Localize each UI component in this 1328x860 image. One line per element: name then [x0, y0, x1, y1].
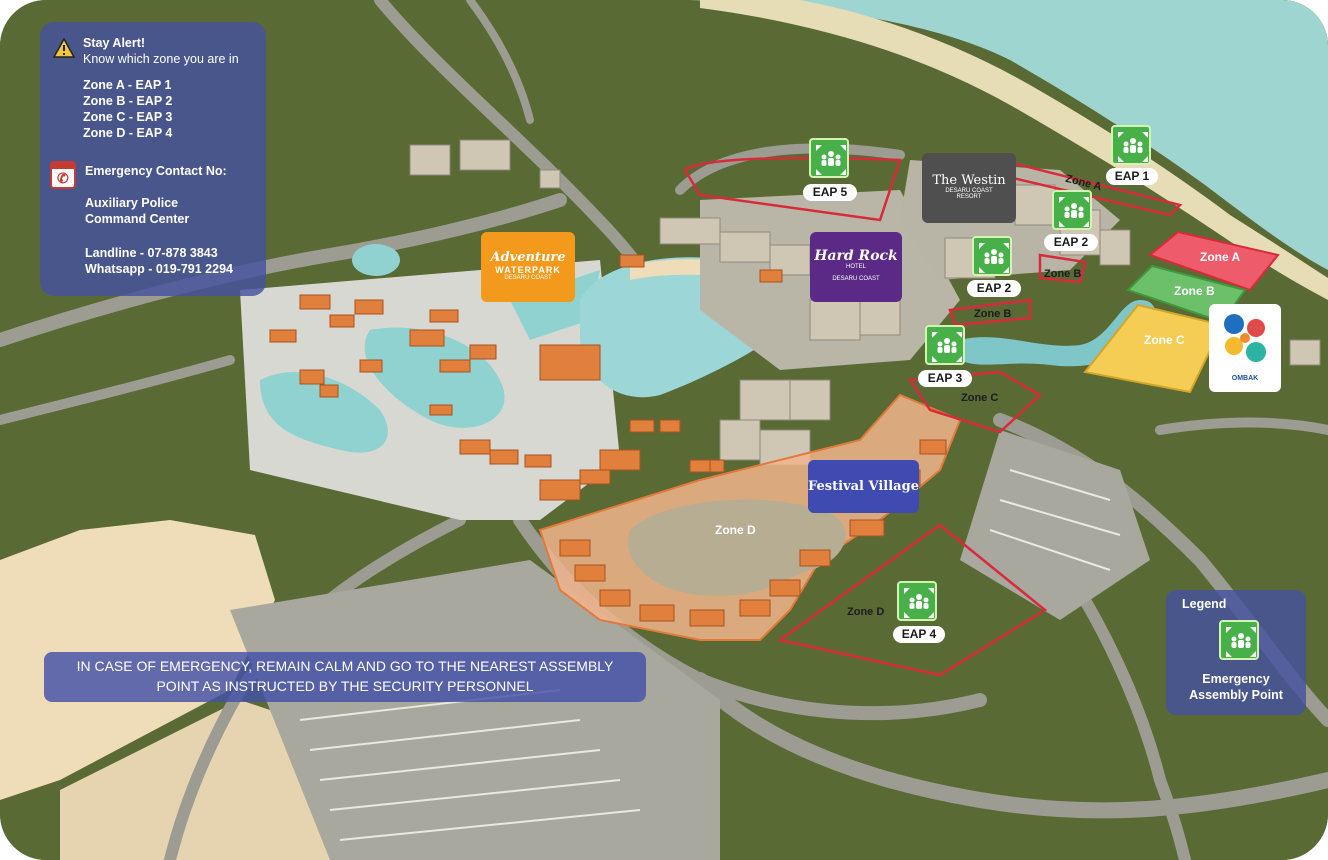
assembly-point-icon: [1052, 190, 1092, 230]
eap-3-label: EAP 3: [918, 370, 972, 387]
zone-b-label: Zone B: [1044, 268, 1082, 280]
westin-logo: The Westin DESARU COAST RESORT: [922, 153, 1016, 223]
zone-b-label: Zone B: [974, 308, 1012, 320]
legend-item-line1: Emergency: [1202, 672, 1270, 686]
warning-icon: [53, 38, 75, 58]
assembly-point-icon: [897, 581, 937, 621]
ombak-emblem-icon: [1224, 314, 1266, 362]
assembly-point-icon: [972, 236, 1012, 276]
assembly-point-icon: [1219, 620, 1259, 660]
banner-line-2: POINT AS INSTRUCTED BY THE SECURITY PERS…: [156, 678, 534, 694]
zone-c-label: Zone C: [961, 392, 999, 404]
eap-5-label: EAP 5: [803, 184, 857, 201]
banner-line-1: IN CASE OF EMERGENCY, REMAIN CALM AND GO…: [76, 658, 614, 674]
contact-title: Emergency Contact No:: [85, 164, 227, 178]
zone-rule-c: Zone C - EAP 3: [83, 110, 173, 124]
legend-item-line2: Assembly Point: [1189, 688, 1283, 702]
adventure-waterpark-logo: Adventure WATERPARK DESARU COAST: [481, 232, 575, 302]
safety-info-panel: Stay Alert! Know which zone you are in Z…: [40, 22, 266, 296]
eap-1-label: EAP 1: [1106, 168, 1158, 185]
zone-a-label: Zone A: [1200, 250, 1241, 264]
eap-2-label: EAP 2: [1044, 234, 1098, 251]
alert-subtitle: Know which zone you are in: [83, 52, 239, 66]
festival-plaza: [628, 499, 846, 596]
emergency-instruction-banner: IN CASE OF EMERGENCY, REMAIN CALM AND GO…: [44, 652, 646, 702]
zone-c-area-label: Zone C: [1144, 333, 1185, 347]
alert-title: Stay Alert!: [83, 36, 146, 50]
eap-2-label: EAP 2: [967, 280, 1021, 297]
ombak-logo: OMBAK: [1209, 304, 1281, 392]
eap-4-label: EAP 4: [893, 626, 945, 643]
zone-rule-b: Zone B - EAP 2: [83, 94, 173, 108]
landline-number: Landline - 07-878 3843: [85, 246, 218, 260]
zone-d-label: Zone D: [715, 523, 756, 537]
contact-org-line1: Auxiliary Police: [85, 196, 179, 210]
zone-d-label: Zone D: [847, 606, 885, 618]
assembly-point-icon: [925, 325, 965, 365]
hard-rock-hotel-logo: Hard Rock HOTEL DESARU COAST: [810, 232, 902, 302]
parking-lots: [230, 430, 1150, 860]
whatsapp-number: Whatsapp - 019-791 2294: [85, 262, 233, 276]
contact-org-line2: Command Center: [85, 212, 190, 226]
assembly-point-icon: [809, 138, 849, 178]
sea: [690, 0, 1328, 270]
assembly-point-icon: [1111, 125, 1151, 165]
festival-village-logo: Festival Village: [808, 460, 919, 513]
waterpark-roofs: [269, 254, 783, 501]
map-legend: Legend Emergency Assembly Point: [1166, 590, 1306, 715]
zone-b-area-label: Zone B: [1174, 284, 1215, 298]
zone-rule-d: Zone D - EAP 4: [83, 126, 173, 140]
zone-rule-a: Zone A - EAP 1: [83, 78, 172, 92]
legend-title: Legend: [1182, 597, 1227, 611]
emergency-phone-icon: ✆: [50, 161, 76, 189]
